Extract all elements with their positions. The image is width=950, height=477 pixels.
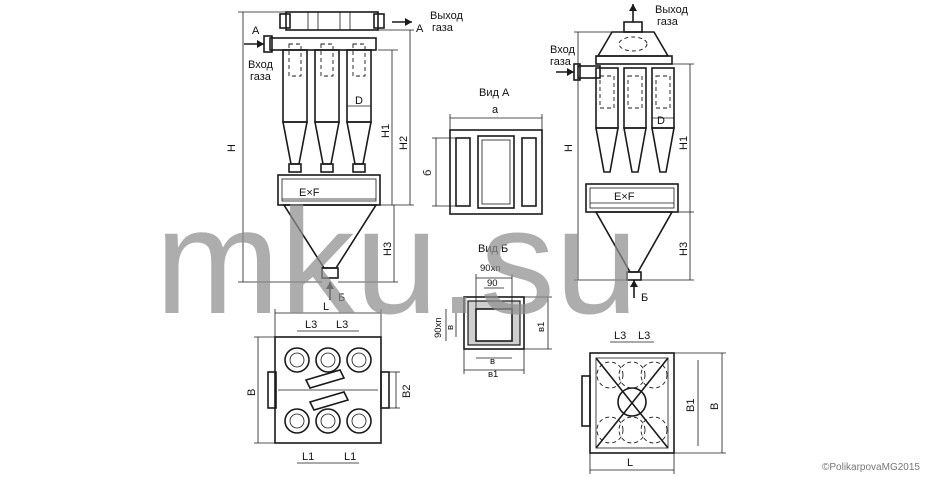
view-b-dim-v-bottom: в — [490, 356, 495, 367]
left-flange-exf: E×F — [299, 187, 320, 199]
right-dim-d: D — [657, 115, 665, 127]
view-b-dim-90xn: 90хn — [480, 263, 501, 274]
left-dim-h2: H2 — [398, 136, 410, 150]
right-plan: L3 L3 B B1 L — [581, 330, 726, 474]
right-dim-h3: H3 — [678, 242, 690, 256]
view-b-dim-v1-side: в1 — [536, 322, 547, 332]
view-b-dim-90xn-side: 90хn — [433, 317, 444, 338]
left-arrow-a-top: A — [252, 25, 260, 37]
view-a-dim-b: б — [422, 170, 434, 176]
left-dim-h3: H3 — [382, 242, 394, 256]
left-plan-dim-b: B — [246, 389, 258, 396]
view-b-dim-v1: в1 — [488, 369, 498, 380]
view-a-title: Вид А — [479, 87, 510, 99]
left-plan-dim-b2: B2 — [401, 385, 413, 398]
left-inlet-label-1: Вход — [248, 59, 273, 71]
left-plan-dim-l1-b: L1 — [344, 451, 356, 463]
copyright: ©PolikarpovaMG2015 — [822, 462, 920, 473]
right-plan-dim-l3-b: L3 — [638, 330, 650, 342]
right-inlet-label-2: газа — [550, 56, 572, 68]
left-dim-d: D — [355, 95, 363, 107]
left-plan-dim-l3-b: L3 — [336, 319, 348, 331]
view-a: Вид А а б — [422, 87, 543, 215]
left-dim-h: H — [226, 144, 238, 152]
view-b-dim-v: в — [445, 325, 456, 330]
right-outlet-label-2: газа — [657, 16, 679, 28]
right-inlet-label-1: Вход — [550, 44, 575, 56]
left-inlet-label-2: газа — [250, 71, 272, 83]
left-plan-dim-l: L — [323, 301, 329, 313]
view-b: Вид Б 90хn 90 90хn в в в1 в1 — [433, 243, 552, 380]
left-outlet-label-2: газа — [432, 22, 454, 34]
left-arrow-a-right: A — [416, 23, 424, 35]
right-outlet-label-1: Выход — [655, 4, 688, 16]
left-arrow-b: Б — [338, 292, 345, 304]
left-plan-dim-l1-a: L1 — [302, 451, 314, 463]
left-dim-h1: H1 — [380, 124, 392, 138]
right-flange-exf: E×F — [614, 191, 635, 203]
right-dim-h: H — [563, 144, 575, 152]
right-plan-dim-l3-a: L3 — [614, 330, 626, 342]
view-a-dim-a: а — [492, 104, 499, 116]
right-plan-dim-b: B — [709, 403, 721, 410]
view-b-dim-90: 90 — [487, 278, 498, 289]
left-plan-dim-l3-a: L3 — [305, 319, 317, 331]
right-plan-dim-b1: B1 — [685, 399, 697, 412]
left-plan-cyclones — [284, 347, 372, 434]
right-elevation: Выход газа Вход газа H H1 H3 D E×F Б — [550, 4, 694, 304]
left-outlet-label-1: Выход — [430, 10, 463, 22]
watermark: mku.su — [155, 177, 638, 345]
right-plan-dim-l: L — [627, 457, 633, 469]
right-plan-cyclones — [596, 361, 668, 444]
view-b-title: Вид Б — [478, 243, 508, 255]
left-elevation: A A Вход газа Выход газа H H1 H2 H3 D E×… — [226, 10, 463, 304]
right-dim-h1: H1 — [678, 136, 690, 150]
right-arrow-b: Б — [641, 292, 648, 304]
left-plan: L L3 L3 B B2 L1 L1 — [246, 301, 413, 464]
